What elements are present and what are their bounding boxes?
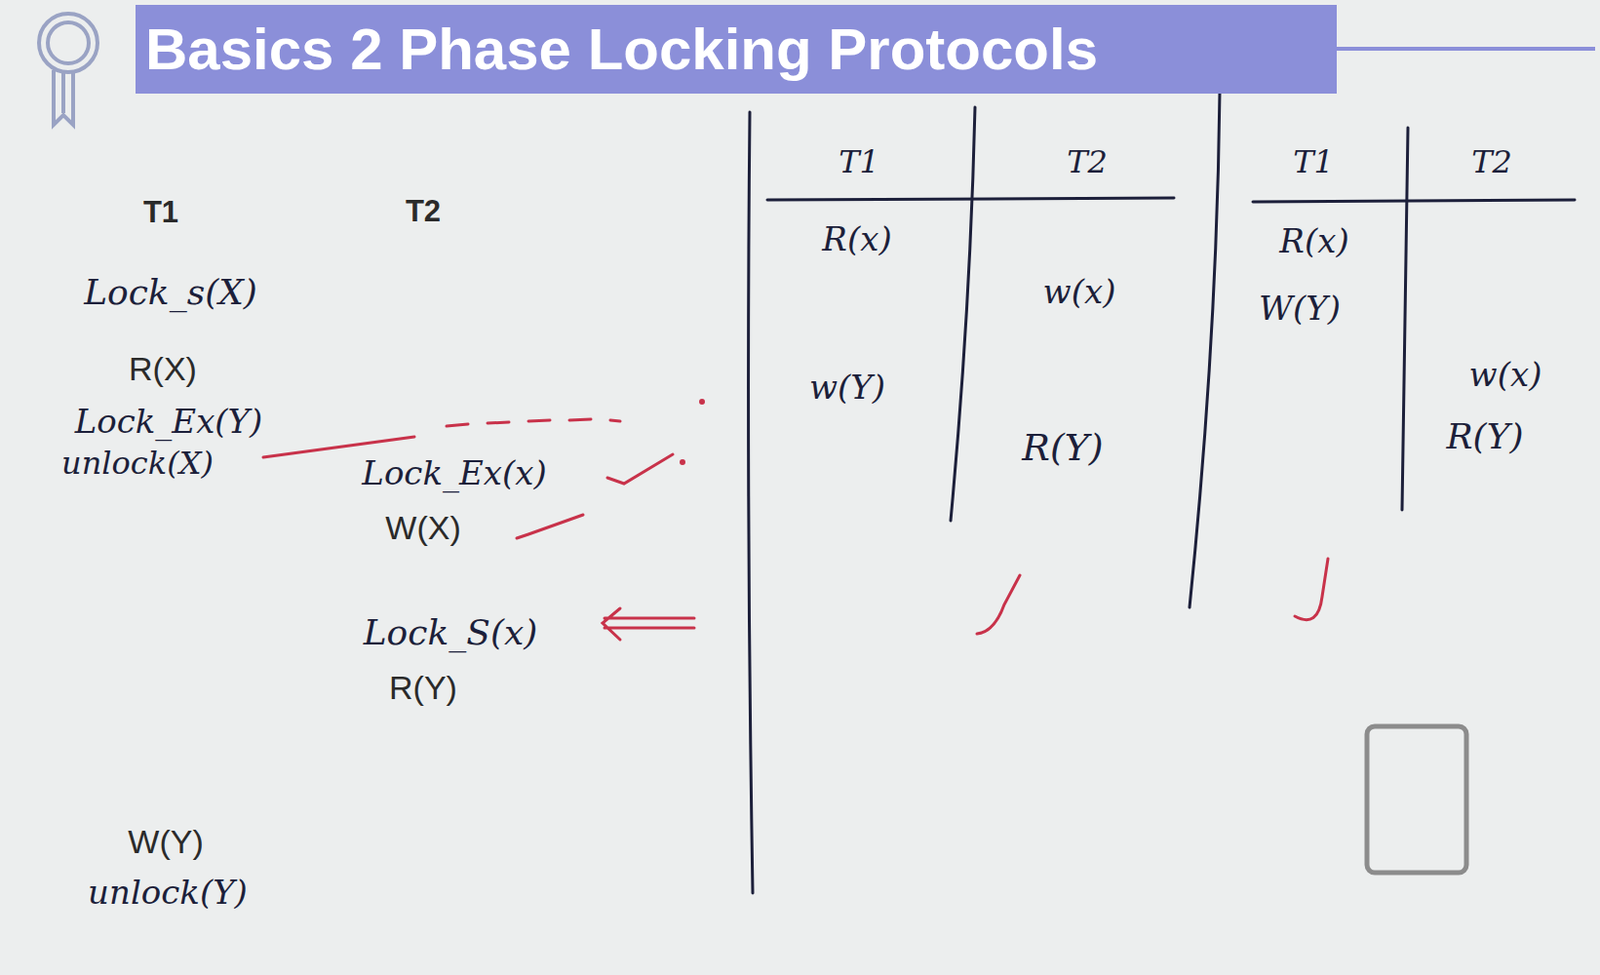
printed-label: R(Y) (389, 669, 458, 706)
handwritten-label: R(x) (1279, 223, 1349, 260)
label-anchor: W(Y) (1258, 290, 1341, 327)
label-anchor: w(x) (1043, 273, 1117, 311)
handwritten-label: w(x) (1469, 356, 1543, 393)
label-anchor: T2 (1471, 145, 1513, 180)
label-anchor: R(x) (1279, 223, 1349, 260)
badge-icon (39, 13, 98, 125)
table-lines (748, 91, 1575, 894)
label-anchor: R(x) (821, 221, 892, 258)
label-anchor: T2 (405, 195, 441, 229)
label-anchor: Lock_S(x) (363, 613, 539, 653)
title-rule (1336, 46, 1596, 51)
red-annotations (263, 400, 1328, 641)
handwritten-label: T1 (838, 145, 880, 180)
handwritten-label: T2 (1471, 145, 1513, 180)
handwritten-label: W(Y) (1258, 290, 1341, 327)
handwritten-label: w(x) (1043, 273, 1117, 311)
handwritten-label: R(x) (821, 221, 892, 258)
printed-label: T1 (143, 195, 179, 230)
label-anchor: Lock_Ex(Y) (75, 403, 264, 440)
handwritten-label: Lock_Ex(Y) (75, 403, 264, 440)
handwritten-label: Lock_s(X) (83, 273, 258, 313)
label-anchor: T2 (1066, 145, 1108, 180)
handwritten-label: T2 (1066, 145, 1108, 180)
label-anchor: w(x) (1469, 356, 1543, 393)
label-anchor: R(Y) (389, 669, 458, 706)
handwritten-label: R(Y) (1446, 417, 1524, 457)
label-anchor: T1 (143, 195, 179, 230)
label-anchor: T1 (1292, 145, 1334, 180)
label-anchor: W(Y) (127, 823, 203, 860)
label-anchor: R(Y) (1446, 417, 1524, 457)
printed-label: T2 (405, 195, 441, 229)
handwritten-label: unlock(X) (61, 446, 214, 481)
label-anchor: w(Y) (809, 369, 886, 406)
printed-label: W(X) (385, 509, 461, 547)
printed-label: W(Y) (127, 823, 203, 860)
handwritten-label: T1 (1292, 145, 1334, 180)
label-anchor: unlock(X) (61, 446, 214, 481)
label-anchor: W(X) (385, 509, 461, 547)
label-anchor: R(X) (128, 351, 197, 388)
printed-label: R(X) (128, 351, 197, 388)
label-anchor: Lock_Ex(x) (361, 455, 547, 492)
label-anchor: unlock(Y) (87, 874, 248, 911)
mic-icon (1366, 726, 1467, 873)
label-anchor: R(Y) (1021, 428, 1103, 469)
label-anchor: Lock_s(X) (83, 273, 258, 313)
title: Basics 2 Phase Locking Protocols (135, 17, 1108, 82)
handwritten-label: w(Y) (809, 369, 886, 406)
label-anchor: T1 (838, 145, 880, 180)
handwritten-label: Lock_Ex(x) (361, 455, 547, 492)
handwritten-label: Lock_S(x) (363, 613, 539, 653)
title-band: Basics 2 Phase Locking Protocols (135, 4, 1337, 94)
handwritten-label: R(Y) (1021, 428, 1103, 469)
handwritten-label: unlock(Y) (87, 874, 248, 911)
